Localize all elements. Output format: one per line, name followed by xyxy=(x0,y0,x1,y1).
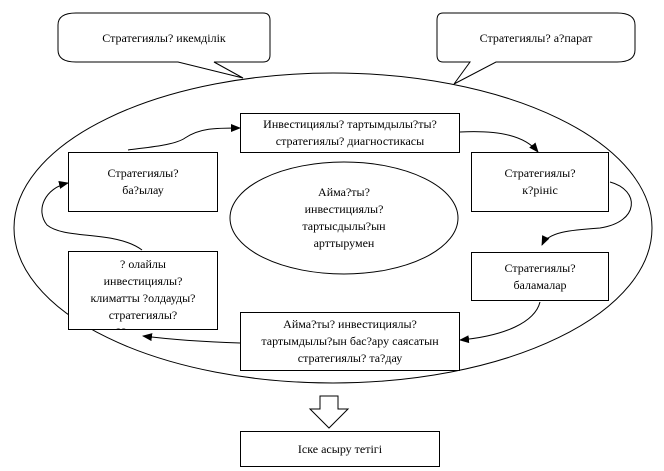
box-strategic-documents: ? олайлы инвестициялы? климатты ?олдауды… xyxy=(68,251,218,330)
down-block-arrow xyxy=(308,395,350,429)
box-strategic-alternatives: Стратегиялы? баламалар xyxy=(471,252,609,301)
box-strategic-diagnostics: Инвестициялы? тартымдылы?ты? стратегиялы… xyxy=(240,113,460,153)
box-strategic-control: Стратегиялы? ба?ылау xyxy=(68,152,218,212)
arrow-left-lower-to-left-upper xyxy=(41,181,143,251)
box-strategic-vision: Стратегиялы? к?рініс xyxy=(471,152,609,212)
callout-left-text: Стратегиялы? икемділік xyxy=(102,30,226,45)
arrow-left-upper-to-top xyxy=(127,124,241,151)
arrow-right-lower-to-bottom xyxy=(459,301,541,344)
outer-ellipse xyxy=(13,72,653,384)
box-implementation-mechanism: Іске асыру тетігі xyxy=(240,431,440,467)
left-callout-shape xyxy=(57,12,271,79)
right-callout-shape xyxy=(436,12,636,85)
arrow-right-upper-to-right-lower xyxy=(541,181,632,246)
center-ellipse-shape xyxy=(229,161,459,275)
arrow-bottom-to-left-lower xyxy=(142,333,241,344)
arrow-top-to-right-upper xyxy=(459,131,539,153)
box-strategic-choice: Айма?ты? инвестициялы? тартымдылы?ын бас… xyxy=(240,312,460,371)
callout-right-text: Стратегиялы? а?парат xyxy=(479,30,593,45)
center-ellipse-text: Айма?ты? инвестициялы? тартысдылы?ын арт… xyxy=(302,185,386,250)
